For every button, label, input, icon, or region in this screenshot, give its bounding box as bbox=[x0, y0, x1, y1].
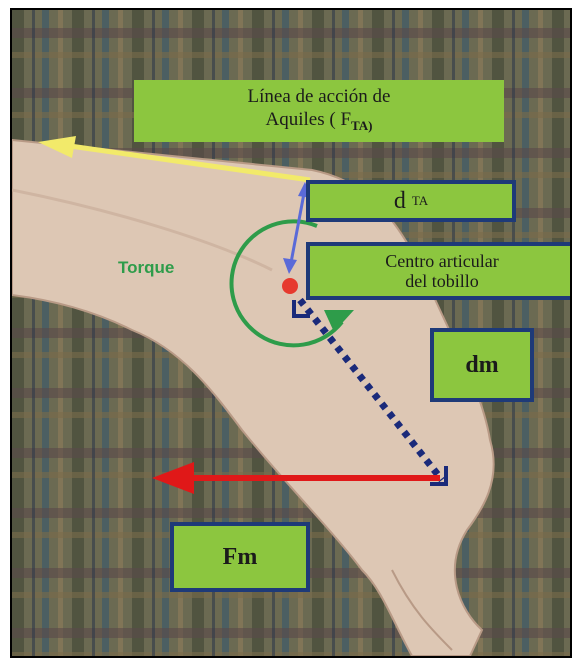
achilles-line-label: Línea de acción de Aquiles ( FTA) bbox=[134, 80, 504, 142]
achilles-line-label-line2: Aquiles ( FTA) bbox=[266, 108, 373, 137]
figure-frame: Línea de acción de Aquiles ( FTA) d TA C… bbox=[10, 8, 572, 658]
fm-label: Fm bbox=[170, 522, 310, 592]
lever-arm-label: d TA bbox=[306, 180, 516, 222]
achilles-sub: TA) bbox=[351, 118, 372, 133]
joint-center-label: Centro articular del tobillo bbox=[306, 242, 572, 300]
achilles-line-label-line1: Línea de acción de bbox=[248, 85, 391, 108]
ankle-joint-center bbox=[282, 278, 298, 294]
dm-label: dm bbox=[430, 328, 534, 402]
torque-label: Torque bbox=[118, 258, 174, 278]
